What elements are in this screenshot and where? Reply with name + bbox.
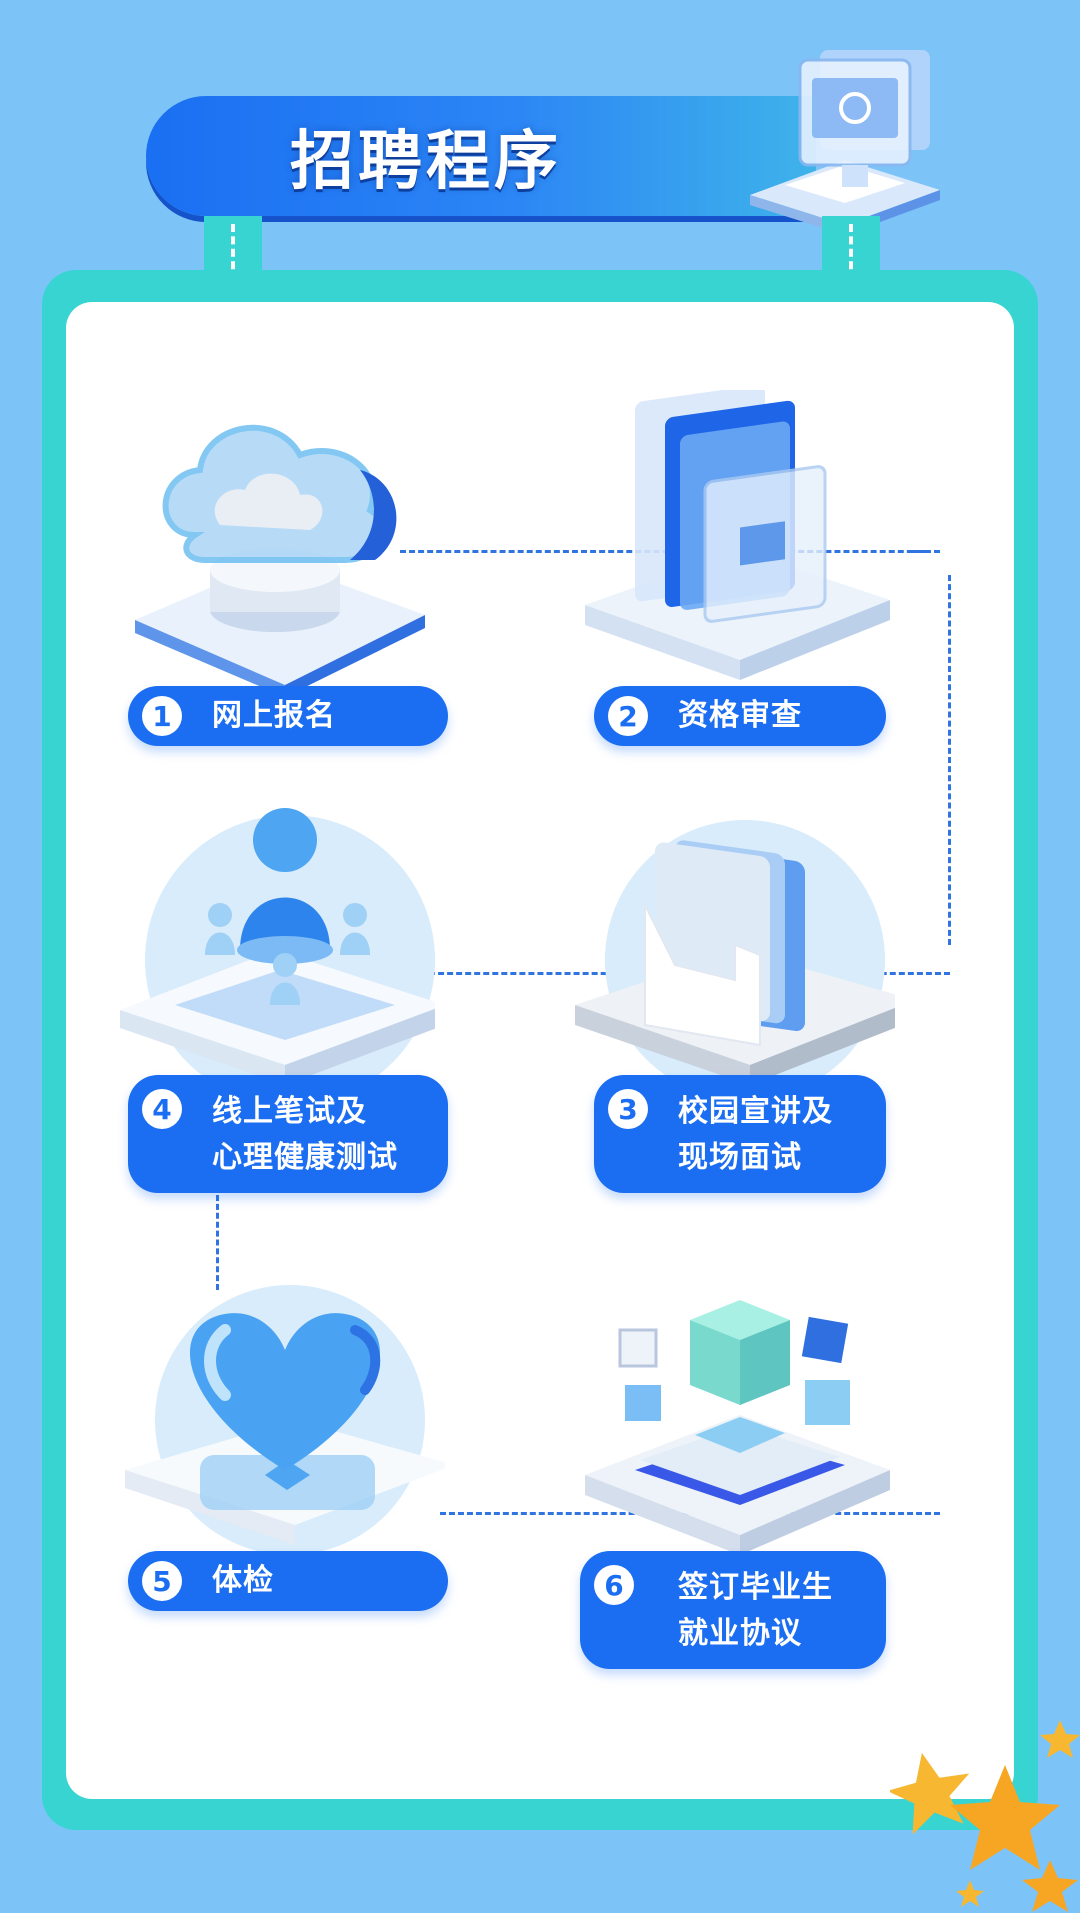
title-banner bbox=[146, 96, 816, 216]
step-2-number: 2 bbox=[608, 696, 648, 736]
step-4-pill: 4 线上笔试及 心理健康测试 bbox=[128, 1075, 448, 1193]
monitor-icon bbox=[750, 50, 940, 235]
step-1-label: 网上报名 bbox=[212, 698, 336, 733]
step-5-label: 体检 bbox=[212, 1563, 274, 1598]
step-6-label: 签订毕业生 就业协议 bbox=[678, 1570, 833, 1651]
stars-decoration-icon bbox=[890, 1720, 1080, 1912]
step-2-pill: 2 资格审查 bbox=[594, 686, 886, 746]
step-4-number: 4 bbox=[142, 1089, 182, 1129]
step-3-number: 3 bbox=[608, 1089, 648, 1129]
step-4-label: 线上笔试及 心理健康测试 bbox=[212, 1094, 398, 1175]
document-tray-icon bbox=[575, 820, 895, 1100]
page-title: 招聘程序 bbox=[290, 125, 562, 199]
step-5-pill: 5 体检 bbox=[128, 1551, 448, 1611]
step-6-pill: 6 签订毕业生 就业协议 bbox=[580, 1551, 886, 1669]
heart-icon bbox=[125, 1285, 445, 1555]
step-1-pill: 1 网上报名 bbox=[128, 686, 448, 746]
step-1-number: 1 bbox=[142, 696, 182, 736]
connector-arc-top bbox=[910, 550, 930, 553]
step-3-pill: 3 校园宣讲及 现场面试 bbox=[594, 1075, 886, 1193]
step-2-label: 资格审查 bbox=[678, 698, 802, 733]
step-6-number: 6 bbox=[594, 1565, 634, 1605]
cloud-icon bbox=[135, 424, 425, 695]
step-5-number: 5 bbox=[142, 1561, 182, 1601]
connector-4-5 bbox=[216, 1195, 219, 1290]
connector-2-3-right bbox=[948, 575, 951, 945]
step-3-label: 校园宣讲及 现场面试 bbox=[678, 1094, 833, 1175]
folder-icon bbox=[585, 390, 890, 680]
cubes-icon bbox=[585, 1300, 890, 1555]
people-group-icon bbox=[120, 808, 435, 1105]
